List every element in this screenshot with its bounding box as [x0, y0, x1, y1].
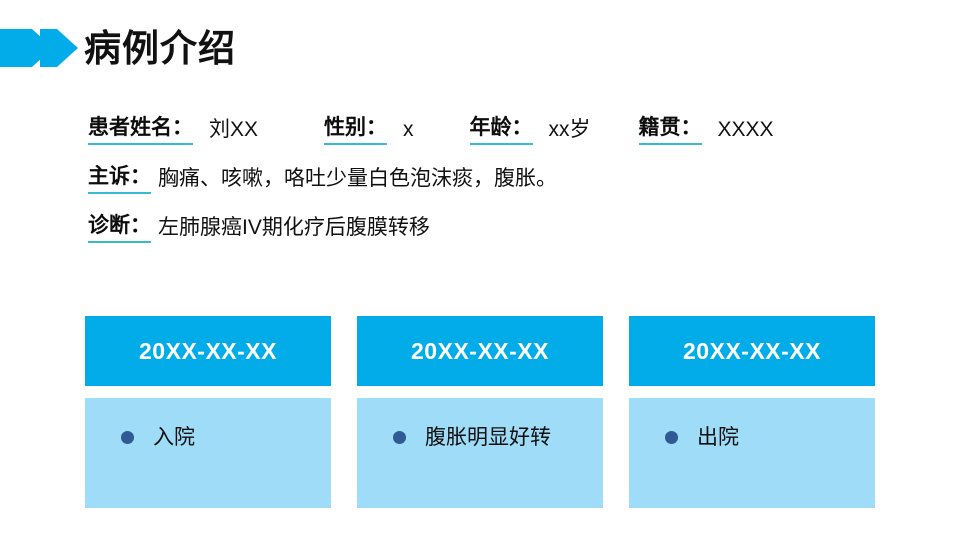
timeline-card-header: 20XX-XX-XX	[85, 316, 331, 386]
patient-identity-row: 患者姓名： 刘XX 性别： x 年龄： xx岁 籍贯： XXXX	[88, 116, 928, 146]
timeline-card-body: 入院	[85, 398, 331, 508]
timeline-card-text: 入院	[153, 426, 195, 449]
page-title: 病例介绍	[84, 27, 236, 69]
timeline-card-header: 20XX-XX-XX	[357, 316, 603, 386]
bullet-icon	[665, 431, 678, 444]
chief-complaint-row: 主诉： 胸痛、咳嗽，咯吐少量白色泡沫痰，腹胀。	[88, 165, 928, 195]
field-chief-complaint: 主诉： 胸痛、咳嗽，咯吐少量白色泡沫痰，腹胀。	[88, 165, 557, 195]
field-gender: 性别： x	[324, 116, 414, 146]
field-diagnosis-value: 左肺腺癌IV期化疗后腹膜转移	[158, 216, 430, 240]
timeline-card-text: 出院	[697, 426, 739, 449]
field-gender-label: 性别：	[324, 116, 388, 146]
bullet-icon	[393, 431, 406, 444]
patient-info-block: 患者姓名： 刘XX 性别： x 年龄： xx岁 籍贯： XXXX 主诉： 胸痛、…	[88, 116, 928, 244]
field-native-place-value: XXXX	[717, 118, 774, 141]
double-chevron-right-icon	[0, 27, 78, 69]
field-chief-complaint-value: 胸痛、咳嗽，咯吐少量白色泡沫痰，腹胀。	[158, 167, 557, 191]
field-age: 年龄： xx岁	[469, 116, 591, 146]
timeline-card-group: 20XX-XX-XX 入院 20XX-XX-XX 腹胀明显好转 20XX-XX-…	[85, 316, 875, 508]
timeline-card-body: 腹胀明显好转	[357, 398, 603, 508]
timeline-card-body: 出院	[629, 398, 875, 508]
field-chief-complaint-label: 主诉：	[88, 165, 151, 195]
timeline-card-text: 腹胀明显好转	[425, 426, 551, 449]
field-diagnosis-label: 诊断：	[88, 214, 151, 244]
field-patient-name-label: 患者姓名：	[88, 116, 193, 146]
field-diagnosis: 诊断： 左肺腺癌IV期化疗后腹膜转移	[88, 214, 430, 244]
timeline-card: 20XX-XX-XX 入院	[85, 316, 331, 508]
field-age-label: 年龄：	[469, 116, 533, 146]
timeline-card-header: 20XX-XX-XX	[629, 316, 875, 386]
field-patient-name: 患者姓名： 刘XX	[88, 116, 259, 146]
field-patient-name-value: 刘XX	[209, 118, 259, 141]
timeline-card-date: 20XX-XX-XX	[683, 337, 821, 364]
field-native-place-label: 籍贯：	[638, 116, 702, 146]
field-age-value: xx岁	[548, 118, 591, 141]
timeline-card: 20XX-XX-XX 腹胀明显好转	[357, 316, 603, 508]
timeline-card-date: 20XX-XX-XX	[411, 337, 549, 364]
timeline-card-date: 20XX-XX-XX	[139, 337, 277, 364]
timeline-card: 20XX-XX-XX 出院	[629, 316, 875, 508]
bullet-icon	[121, 431, 134, 444]
slide-header: 病例介绍	[0, 18, 236, 78]
field-native-place: 籍贯： XXXX	[638, 116, 774, 146]
field-gender-value: x	[403, 118, 414, 141]
diagnosis-row: 诊断： 左肺腺癌IV期化疗后腹膜转移	[88, 214, 928, 244]
